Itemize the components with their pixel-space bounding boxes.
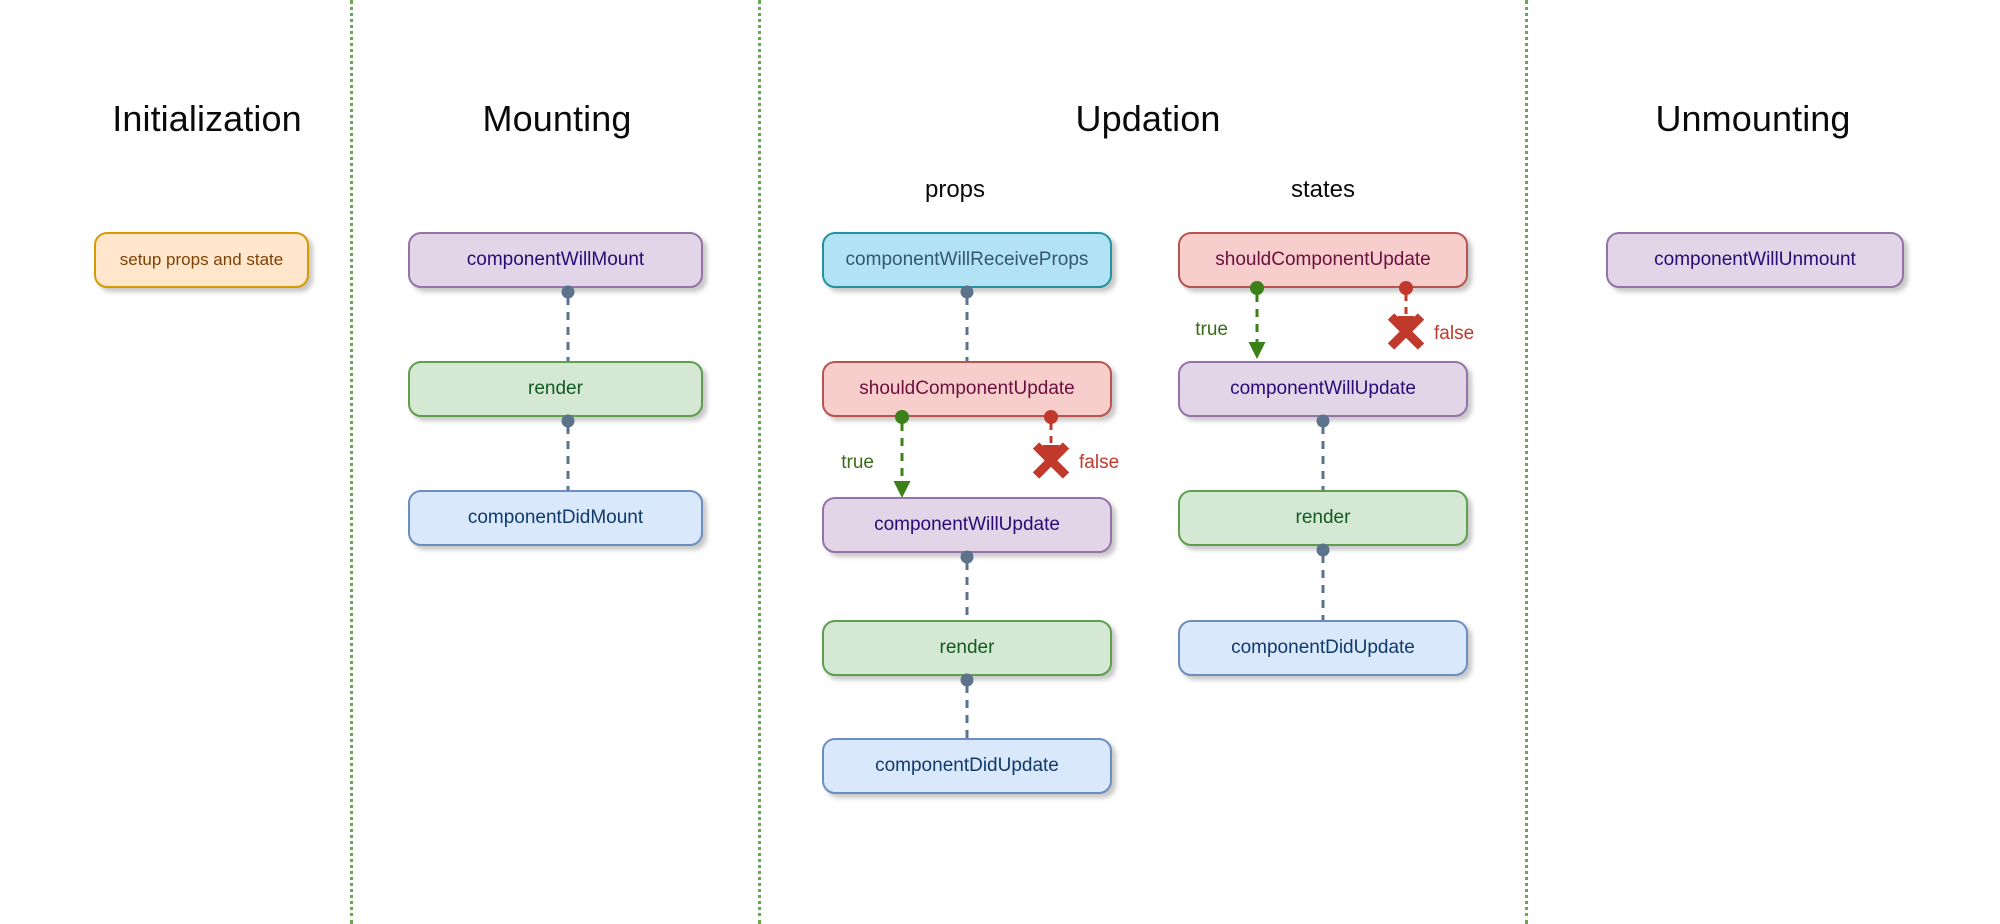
section-title-initialization: Initialization xyxy=(112,98,302,139)
node-props-render[interactable]: render xyxy=(822,620,1112,676)
section-title-updation: Updation xyxy=(1075,98,1221,139)
node-component-will-unmount[interactable]: componentWillUnmount xyxy=(1606,232,1904,288)
connector-states-true-branch xyxy=(1245,281,1269,364)
branch-label-props-false: false xyxy=(1079,452,1120,473)
node-props-component-will-update[interactable]: componentWillUpdate xyxy=(822,497,1112,553)
connector-props-true-branch xyxy=(890,410,914,503)
node-states-should-component-update[interactable]: shouldComponentUpdate xyxy=(1178,232,1468,288)
subsection-title-props: props xyxy=(924,176,986,203)
node-states-component-did-update[interactable]: componentDidUpdate xyxy=(1178,620,1468,676)
separator-mounting-updation xyxy=(758,0,761,924)
connector-props-false-branch xyxy=(1039,410,1063,473)
branch-label-states-false: false xyxy=(1434,323,1475,344)
section-title-mounting: Mounting xyxy=(482,98,632,139)
branch-label-props-true: true xyxy=(841,452,874,473)
node-component-will-receive-props[interactable]: componentWillReceiveProps xyxy=(822,232,1112,288)
node-component-did-mount[interactable]: componentDidMount xyxy=(408,490,703,546)
node-component-will-mount[interactable]: componentWillMount xyxy=(408,232,703,288)
cross-icon-props-false xyxy=(1027,437,1075,490)
connector-states-false-branch xyxy=(1394,281,1418,344)
cross-icon-states-false xyxy=(1382,308,1430,361)
node-props-should-component-update[interactable]: shouldComponentUpdate xyxy=(822,361,1112,417)
node-props-component-did-update[interactable]: componentDidUpdate xyxy=(822,738,1112,794)
branch-label-states-true: true xyxy=(1195,319,1228,340)
section-title-unmounting: Unmounting xyxy=(1655,98,1851,139)
node-setup-props-and-state[interactable]: setup props and state xyxy=(94,232,309,288)
node-states-component-will-update[interactable]: componentWillUpdate xyxy=(1178,361,1468,417)
separator-updation-unmounting xyxy=(1525,0,1528,924)
node-states-render[interactable]: render xyxy=(1178,490,1468,546)
subsection-title-states: states xyxy=(1290,176,1356,203)
node-mount-render[interactable]: render xyxy=(408,361,703,417)
separator-initialization-mounting xyxy=(350,0,353,924)
